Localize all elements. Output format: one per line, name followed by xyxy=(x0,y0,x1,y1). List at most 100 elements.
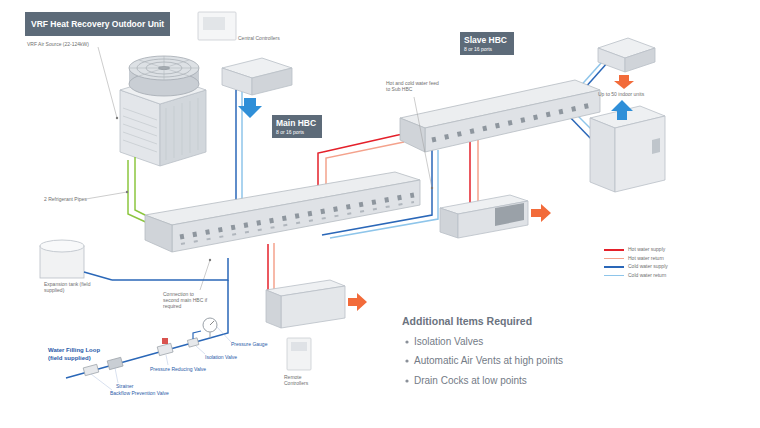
cassette-side xyxy=(252,68,292,95)
cassette-front xyxy=(222,68,252,95)
reducing-valve-cap xyxy=(162,338,168,344)
slave-hbc: Slave HBC8 or 16 ports xyxy=(398,30,608,160)
bullet xyxy=(405,340,408,343)
cassette-front xyxy=(598,48,625,72)
device-label: Backflow Prevention Valve xyxy=(110,390,169,396)
hbc-ports xyxy=(181,202,414,244)
airflow-arrow xyxy=(238,98,262,118)
loop-title: Water Filling Loop (field supplied) xyxy=(48,347,110,362)
leader-dot xyxy=(116,117,118,119)
ducted-unit-end xyxy=(440,208,458,238)
bullet xyxy=(405,379,408,382)
bullet xyxy=(405,359,408,362)
gauge-needle xyxy=(210,321,214,325)
legend-text: Cold water supply xyxy=(628,263,668,270)
fan-grille xyxy=(129,56,199,80)
slave-hbc-front xyxy=(425,90,600,152)
controller-label: Central Controllers xyxy=(238,35,280,41)
pipe-label: 2 Refrigerant Pipes xyxy=(44,196,88,202)
legend-text: Hot water return xyxy=(628,255,664,262)
airflow-arrow xyxy=(611,100,633,120)
main-hbc-end xyxy=(145,215,172,252)
node-subtext: 8 or 16 ports xyxy=(272,129,322,138)
airflow-arrow xyxy=(531,204,551,222)
main-hbc-front xyxy=(172,180,420,252)
floor-unit-side xyxy=(615,116,665,192)
legend-swatch xyxy=(604,275,624,277)
legend-swatch xyxy=(604,258,624,260)
notes-heading: Additional Items Required xyxy=(402,315,532,328)
hbc-ports xyxy=(432,104,596,140)
remote-screen xyxy=(291,342,307,351)
expansion-tank: Expansion tank (field supplied) xyxy=(36,238,112,300)
airflow-arrow xyxy=(348,293,367,311)
main-hbc: Main HBC8 or 16 ports xyxy=(145,112,323,258)
strainer xyxy=(107,357,123,369)
node-subtext: 8 or 16 ports xyxy=(460,46,514,55)
legend-swatch xyxy=(604,249,624,251)
device-label: Isolation Valve xyxy=(205,354,237,360)
wall-unit-end xyxy=(266,290,281,328)
fan-spokes xyxy=(129,56,199,80)
reducing-valve xyxy=(157,343,173,355)
airflow-arrow xyxy=(614,75,634,89)
note-item: Isolation Valves xyxy=(414,336,483,348)
remote-controller xyxy=(287,338,311,370)
unit-note: Up to 50 indoor units xyxy=(598,91,644,97)
leader-dot xyxy=(209,259,211,261)
hot-water-pipe xyxy=(323,135,398,152)
refrigerant-pipe xyxy=(134,157,136,168)
node-heading: Main HBC xyxy=(272,115,322,129)
device-label: Pressure Gauge xyxy=(231,341,267,347)
refrigerant-pipe xyxy=(135,168,145,215)
filling-loop-pipe xyxy=(66,280,228,378)
leader-line xyxy=(414,97,432,188)
controller-label: Remote Controllers xyxy=(284,374,320,386)
cold-water-pipe xyxy=(112,258,228,280)
unit-louvers xyxy=(123,98,198,160)
node-heading: Expansion tank (field supplied) xyxy=(44,281,94,293)
note-item: Drain Cocks at low points xyxy=(414,375,527,387)
hbc-ports xyxy=(180,195,414,237)
leader-line xyxy=(200,260,210,290)
hot-return-pipe xyxy=(477,140,479,210)
floor-unit-front xyxy=(590,118,615,192)
leader-dot xyxy=(126,191,128,193)
isolation-valve xyxy=(187,338,198,347)
valve-handle xyxy=(193,331,201,339)
node-heading: VRF Heat Recovery Outdoor Unit xyxy=(25,12,170,36)
legend-text: Cold water return xyxy=(628,272,666,279)
floor-unit-panel xyxy=(652,138,660,154)
controller-panel xyxy=(198,12,236,40)
hot-water-pipe xyxy=(267,244,269,292)
node-subtext: VRF Air Source (22-124kW) xyxy=(27,41,89,47)
outdoor-unit: VRF Heat Recovery Outdoor UnitVRF Air So… xyxy=(22,10,212,168)
node-heading: Slave HBC xyxy=(460,32,514,46)
gauge-stem xyxy=(210,332,211,338)
leader-line xyxy=(91,327,231,390)
ducted-unit-outlet xyxy=(495,203,524,226)
pressure-gauge xyxy=(203,318,217,332)
device-label: Strainer xyxy=(116,383,134,389)
cold-water-pipe xyxy=(235,90,237,210)
leader-line xyxy=(98,47,117,118)
hot-water-pipe xyxy=(469,142,471,210)
leader-line xyxy=(86,192,127,199)
note-item: Automatic Air Vents at high points xyxy=(414,355,563,367)
ducted-unit-front xyxy=(458,201,528,238)
pipe-note: Hot and cold water feed to Sub HBC xyxy=(386,80,442,92)
legend-text: Hot water supply xyxy=(628,246,665,253)
tank-top xyxy=(40,240,84,252)
cold-water-pipe xyxy=(84,272,112,280)
backflow-valve xyxy=(83,364,99,375)
controller-screen xyxy=(203,17,225,30)
cassette-side xyxy=(625,48,655,72)
device-label: Pressure Reducing Valve xyxy=(150,366,206,372)
legend-swatch xyxy=(604,266,624,268)
